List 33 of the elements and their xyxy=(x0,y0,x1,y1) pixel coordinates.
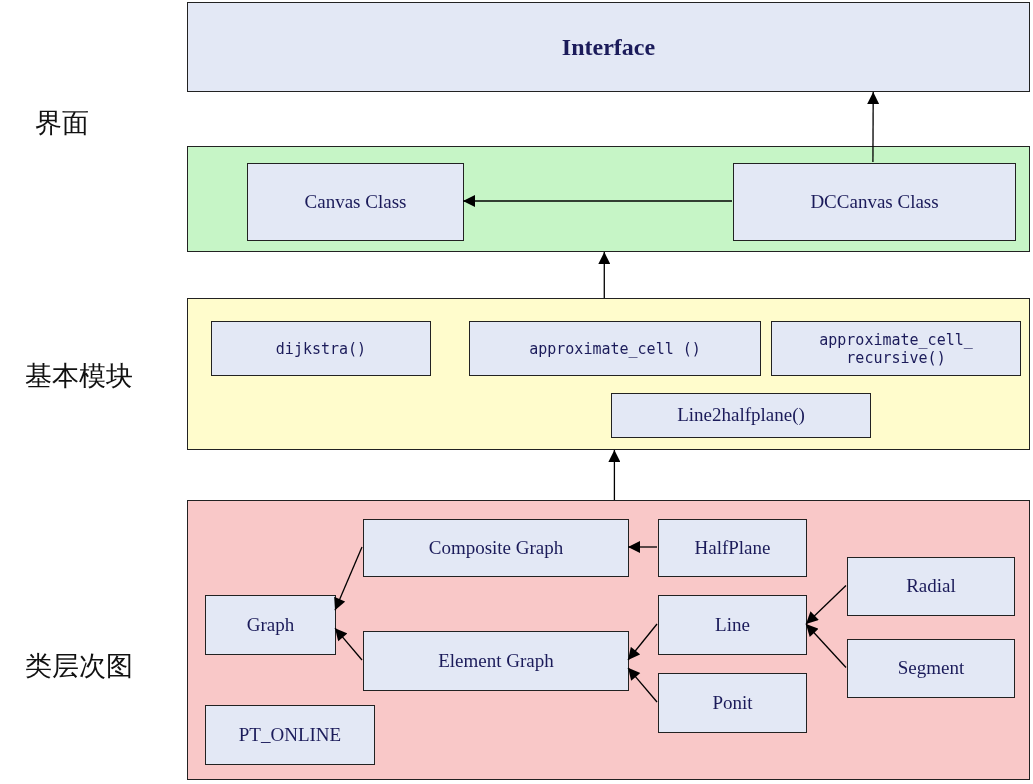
arrow xyxy=(805,584,847,625)
layer-label: 基本模块 xyxy=(25,359,133,393)
class-box: Element Graph xyxy=(363,631,629,691)
class-box: HalfPlane xyxy=(658,519,807,577)
arrow xyxy=(462,195,733,207)
class-box: Canvas Class xyxy=(247,163,464,241)
layer-band xyxy=(187,146,1030,252)
arrow xyxy=(334,546,363,611)
arrow xyxy=(334,627,363,661)
class-box: Composite Graph xyxy=(363,519,629,577)
arrow xyxy=(627,667,658,703)
class-box: Graph xyxy=(205,595,336,655)
class-box: Radial xyxy=(847,557,1015,616)
class-box: DCCanvas Class xyxy=(733,163,1016,241)
class-box: approximate_cell () xyxy=(469,321,761,376)
arrow xyxy=(627,623,658,661)
class-box: PT_ONLINE xyxy=(205,705,375,765)
layer-band xyxy=(187,500,1030,780)
arrow xyxy=(627,541,658,553)
arrow xyxy=(867,91,880,163)
class-box: Line2halfplane() xyxy=(611,393,871,438)
class-box: Ponit xyxy=(658,673,807,733)
class-box: Interface xyxy=(187,2,1030,92)
class-box: Line xyxy=(658,595,807,655)
class-box: Segment xyxy=(847,639,1015,698)
arrow xyxy=(608,449,621,501)
layer-label: 类层次图 xyxy=(25,649,133,683)
layer-label: 界面 xyxy=(35,106,89,140)
layer-band xyxy=(187,298,1030,450)
class-box: dijkstra() xyxy=(211,321,431,376)
arrow xyxy=(598,251,611,299)
arrow xyxy=(805,623,847,669)
class-box: approximate_cell_ recursive() xyxy=(771,321,1021,376)
